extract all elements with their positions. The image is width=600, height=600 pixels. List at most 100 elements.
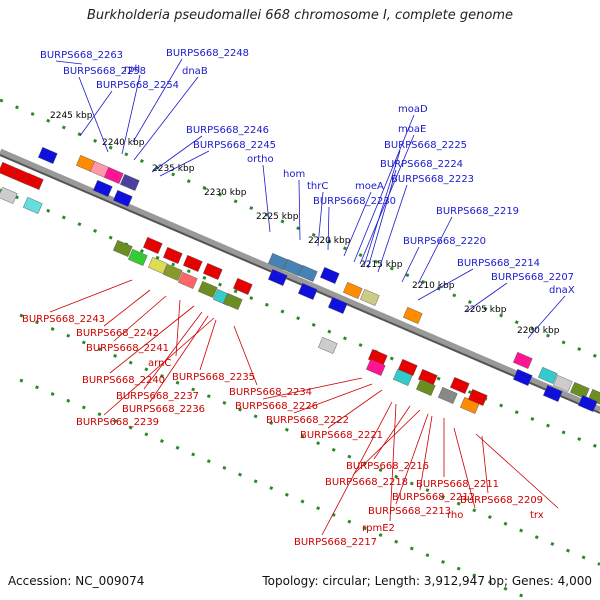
bottom-label-leader-4 xyxy=(109,305,195,374)
gene-block-28 xyxy=(320,266,340,284)
bottom-label-14: BURPS668_2218 xyxy=(325,477,408,488)
gene-block-27 xyxy=(298,264,318,282)
accession-text: Accession: NC_009074 xyxy=(8,574,145,588)
gene-block-4 xyxy=(23,196,43,214)
bottom-label-leader-13 xyxy=(373,405,411,460)
gene-block-46 xyxy=(513,351,533,369)
bottom-label-18: BURPS668_2213 xyxy=(368,506,451,517)
bottom-label-4: BURPS668_2240 xyxy=(82,375,165,386)
top-label-leader-12 xyxy=(343,191,372,257)
gene-block-9 xyxy=(120,173,140,191)
kbp-tick-label-1: 2240 kbp xyxy=(102,138,145,148)
gene-block-23 xyxy=(203,262,223,280)
bottom-label-5: BURPS668_2235 xyxy=(172,372,255,383)
bottom-label-10: BURPS668_2226 xyxy=(235,401,318,412)
top-label-20: BURPS668_2214 xyxy=(457,258,540,269)
top-label-16: BURPS668_2224 xyxy=(380,159,463,170)
gene-block-16 xyxy=(178,271,198,289)
top-label-15: BURPS668_2225 xyxy=(384,140,467,151)
backbone-line xyxy=(0,148,600,414)
kbp-tick-label-8: 2205 kbp xyxy=(464,305,507,315)
bottom-label-leader-10 xyxy=(262,377,363,400)
bottom-label-leader-16 xyxy=(419,415,433,491)
genome-summary-text: Topology: circular; Length: 3,912,947 bp… xyxy=(262,574,592,588)
gene-block-38 xyxy=(450,376,470,394)
bottom-label-16: BURPS668_2212 xyxy=(392,492,475,503)
bottom-label-leader-22 xyxy=(321,401,393,536)
top-label-4: dnaB xyxy=(182,66,208,77)
kbp-tick-label-5: 2220 kbp xyxy=(308,236,351,246)
top-label-leader-20 xyxy=(417,268,474,301)
top-label-18: BURPS668_2219 xyxy=(436,206,519,217)
top-label-leader-9 xyxy=(298,179,301,241)
bottom-label-6: BURPS668_2237 xyxy=(116,391,199,402)
top-label-leader-18 xyxy=(417,216,453,285)
top-label-leader-3 xyxy=(121,74,141,155)
top-label-14: moaE xyxy=(398,124,426,135)
top-label-leader-4 xyxy=(133,76,199,161)
bottom-label-3: arnC xyxy=(148,358,171,369)
bottom-label-leader-14 xyxy=(352,409,421,476)
backbone-shadow xyxy=(0,154,600,414)
top-label-9: hom xyxy=(283,169,305,180)
gene-block-22 xyxy=(183,254,203,272)
bottom-label-9: BURPS668_2234 xyxy=(229,387,312,398)
top-label-21: BURPS668_2207 xyxy=(491,272,574,283)
bottom-label-8: BURPS668_2239 xyxy=(76,417,159,428)
bottom-label-leader-9 xyxy=(233,325,258,386)
gene-block-29 xyxy=(343,281,363,299)
top-label-1: BURPS668_2248 xyxy=(166,48,249,59)
gene-block-45 xyxy=(366,358,386,376)
gene-block-32 xyxy=(268,268,288,286)
tick-track-0 xyxy=(0,98,600,360)
gene-block-31 xyxy=(403,306,423,324)
gene-block-40 xyxy=(416,378,436,396)
top-label-7: BURPS668_2245 xyxy=(193,140,276,151)
kbp-tick-label-9: 2200 kbp xyxy=(517,326,560,336)
bottom-label-13: BURPS668_2216 xyxy=(346,461,429,472)
gene-block-8 xyxy=(104,166,124,184)
top-label-leader-17 xyxy=(377,184,408,273)
top-label-leader-15 xyxy=(363,150,401,267)
top-label-leader-16 xyxy=(367,169,397,269)
gene-block-20 xyxy=(143,236,163,254)
bottom-label-leader-19 xyxy=(453,427,476,509)
bottom-label-1: BURPS668_2242 xyxy=(76,328,159,339)
top-label-leader-22 xyxy=(527,295,566,339)
gene-block-5 xyxy=(38,146,58,164)
top-label-leader-5 xyxy=(79,90,113,137)
gene-block-2 xyxy=(24,172,44,190)
gene-block-44 xyxy=(318,336,338,354)
bottom-label-22: BURPS668_2217 xyxy=(294,537,377,548)
gene-block-52 xyxy=(543,384,563,402)
bottom-label-leader-2 xyxy=(113,295,167,342)
gene-block-49 xyxy=(570,381,590,399)
top-label-8: ortho xyxy=(247,154,274,165)
gene-block-34 xyxy=(328,296,348,314)
top-label-leader-10 xyxy=(317,191,324,247)
tick-track-3 xyxy=(19,378,536,600)
gene-block-47 xyxy=(538,366,558,384)
bottom-label-2: BURPS668_2241 xyxy=(86,343,169,354)
top-label-leader-21 xyxy=(465,282,508,313)
kbp-tick-label-0: 2245 kbp xyxy=(50,111,93,121)
kbp-tick-label-3: 2230 kbp xyxy=(204,188,247,198)
top-label-12: moeA xyxy=(355,181,384,192)
gene-block-39 xyxy=(393,368,413,386)
gene-block-17 xyxy=(198,280,218,298)
bottom-label-15: BURPS668_2211 xyxy=(416,479,499,490)
top-label-17: BURPS668_2223 xyxy=(391,174,474,185)
gene-block-10 xyxy=(93,179,113,197)
bottom-label-leader-7 xyxy=(149,315,209,403)
top-label-5: BURPS668_2254 xyxy=(96,80,179,91)
gene-block-12 xyxy=(113,239,133,257)
bottom-label-leader-3 xyxy=(175,299,181,357)
bottom-label-leader-21 xyxy=(389,403,397,522)
bottom-label-leader-12 xyxy=(327,389,383,429)
bottom-label-leader-1 xyxy=(103,289,151,327)
gene-block-33 xyxy=(298,282,318,300)
top-label-19: BURPS668_2220 xyxy=(403,236,486,247)
top-label-22: dnaX xyxy=(549,285,575,296)
